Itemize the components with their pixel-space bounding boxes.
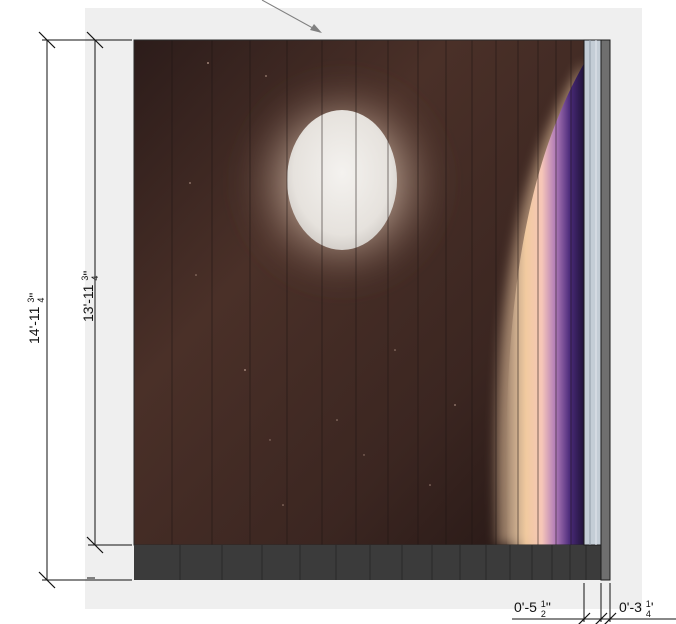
overall-height-dimension: 14'-11 34" [26,31,56,589]
svg-text:14'-11 34": 14'-11 34" [26,293,46,344]
bottom-left-unit: " [546,599,551,615]
bottom-right-unit: ' [651,599,654,615]
svg-text:0'-5 12": 0'-5 12" [514,599,551,619]
tick-mark-icon [86,536,104,554]
base-band [134,545,601,580]
bottom-dimension-line [512,612,676,624]
svg-text:0'-3 14': 0'-3 14' [619,599,654,619]
tick-mark-icon [38,31,56,49]
tick-mark-icon [86,31,104,49]
tick-mark-icon [595,612,608,624]
panel-height-unit: " [80,271,96,276]
arrowhead-icon [310,24,322,33]
panel-height-den: 4 [90,276,100,281]
bottom-right-den: 4 [646,609,651,619]
panel-height-dimension: 13'-11 34" [80,31,104,554]
overall-height-num: 3 [26,298,36,303]
bottom-left-den: 2 [541,609,546,619]
bottom-right-dimension-label: 0'-3 [619,599,646,615]
bottom-left-num: 1 [541,599,546,609]
moon [287,110,397,250]
tick-mark-icon [604,612,617,624]
panel-height-num: 3 [80,276,90,281]
leader-arrow [261,0,322,33]
svg-text:13'-11 34": 13'-11 34" [80,271,100,322]
panel-seams [171,40,572,545]
bottom-right-num: 1 [646,599,651,609]
overall-height-den: 4 [36,298,46,303]
tick-mark-icon [578,612,591,624]
bottom-left-dimension-label: 0'-5 [514,599,541,615]
planet-limb [505,63,584,545]
extension-lines [42,39,611,622]
stars [189,62,456,506]
tick-mark-icon [38,571,56,589]
wall-panel-image [134,40,584,545]
overall-height-unit: " [26,293,42,298]
panel-height-label: 13'-11 [80,281,96,322]
overall-height-label: 14'-11 [26,303,42,344]
frame-edge [583,39,611,581]
